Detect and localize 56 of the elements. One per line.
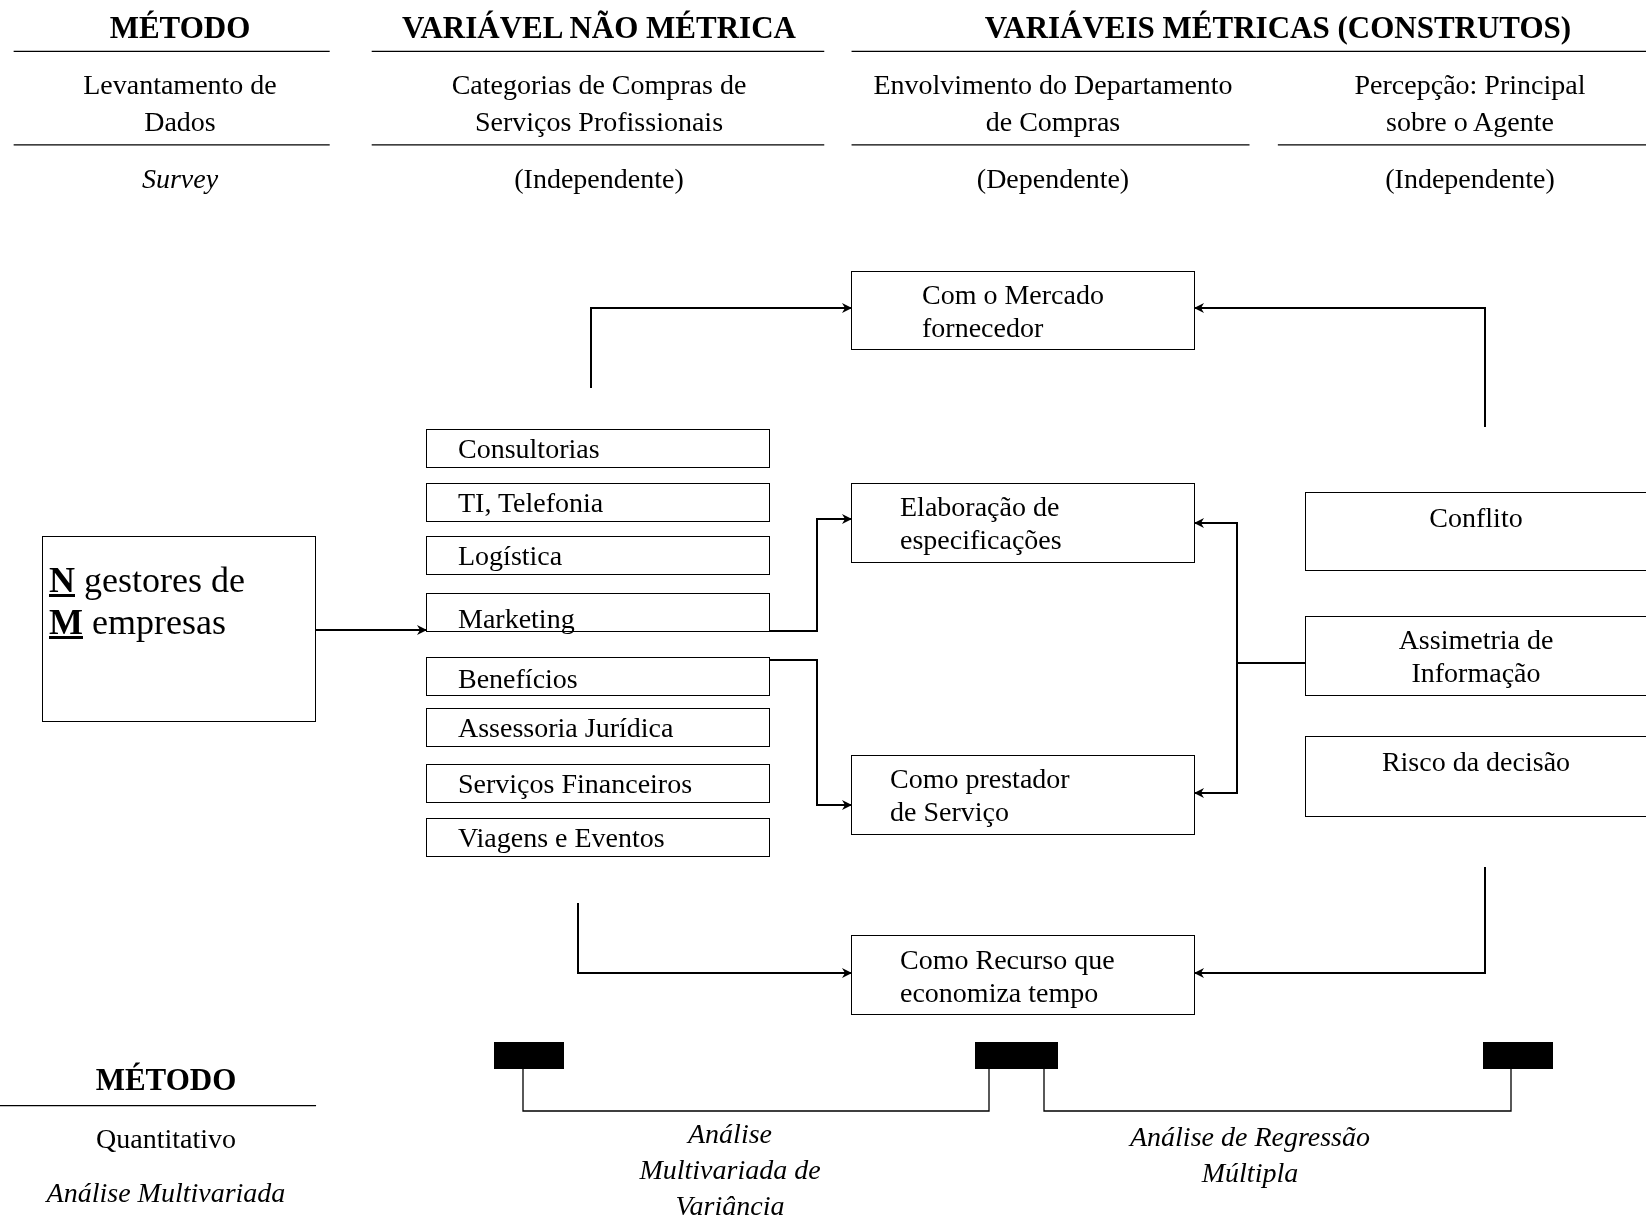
process-box: [426, 483, 770, 522]
process-box: [851, 755, 1195, 835]
label-text: (Independente): [1384, 162, 1556, 196]
box-label: Logística: [458, 539, 564, 573]
process-box: [1305, 736, 1646, 817]
column-heading: VARIÁVEIS MÉTRICAS (CONSTRUTOS): [983, 9, 1573, 47]
label-text: Survey: [140, 162, 220, 196]
arrow: [315, 625, 427, 635]
arrow: [769, 659, 852, 810]
process-box: [426, 708, 770, 747]
process-box: [851, 271, 1195, 350]
column-heading: VARIÁVEL NÃO MÉTRICA: [401, 9, 797, 47]
box-label: TI, Telefonia: [458, 486, 605, 520]
label-text: Envolvimento do Departamento de Compras: [873, 68, 1233, 139]
label-text: Análise de Regressão Múltipla: [1127, 1120, 1371, 1190]
label-text: Quantitativo: [95, 1122, 237, 1156]
column-heading: MÉTODO: [94, 1061, 238, 1099]
process-box: [1305, 492, 1646, 571]
label-text: (Independente): [513, 162, 685, 196]
box-label: N gestores de M empresas: [49, 559, 246, 644]
box-label: Assimetria de Informação: [1397, 623, 1555, 690]
label-text: Análise Multivariada: [44, 1176, 287, 1210]
box-label: Elaboração de especificações: [900, 490, 1063, 557]
process-box: [851, 935, 1195, 1015]
arrow: [577, 902, 852, 978]
label-text: Categorias de Compras de Serviços Profissionais: [450, 68, 748, 139]
box-label: Assessoria Jurídica: [458, 711, 675, 745]
process-box: [426, 657, 770, 696]
arrow: [590, 303, 852, 389]
process-box: [426, 764, 770, 803]
arrow: [1194, 866, 1486, 978]
box-label: Como prestador de Serviço: [890, 762, 1071, 829]
column-heading: MÉTODO: [108, 9, 252, 47]
label-text: Percepção: Principal sobre o Agente: [1353, 68, 1587, 139]
box-label: Com o Mercado fornecedor: [922, 278, 1105, 345]
arrow: [1194, 303, 1486, 428]
process-box: [851, 483, 1195, 563]
process-box: [1305, 616, 1646, 696]
box-label: Risco da decisão: [1380, 745, 1572, 779]
process-box: [426, 536, 770, 575]
box-label: Benefícios: [458, 662, 579, 696]
arrow: [769, 514, 852, 632]
label-text: Levantamento de Dados: [82, 68, 278, 139]
process-box: [426, 429, 770, 468]
process-box: [42, 536, 316, 722]
process-box: [426, 593, 770, 632]
box-label: Conflito: [1428, 501, 1524, 535]
box-label: Marketing: [458, 602, 576, 636]
process-box: [426, 818, 770, 857]
label-text: Análise Multivariada de Variância: [638, 1117, 822, 1221]
box-label: Como Recurso que economiza tempo: [900, 943, 1116, 1010]
box-label: Viagens e Eventos: [458, 821, 666, 855]
box-label: Consultorias: [458, 432, 601, 466]
box-label: Serviços Financeiros: [458, 767, 694, 801]
arrow: [1194, 662, 1306, 798]
label-text: (Dependente): [975, 162, 1131, 196]
